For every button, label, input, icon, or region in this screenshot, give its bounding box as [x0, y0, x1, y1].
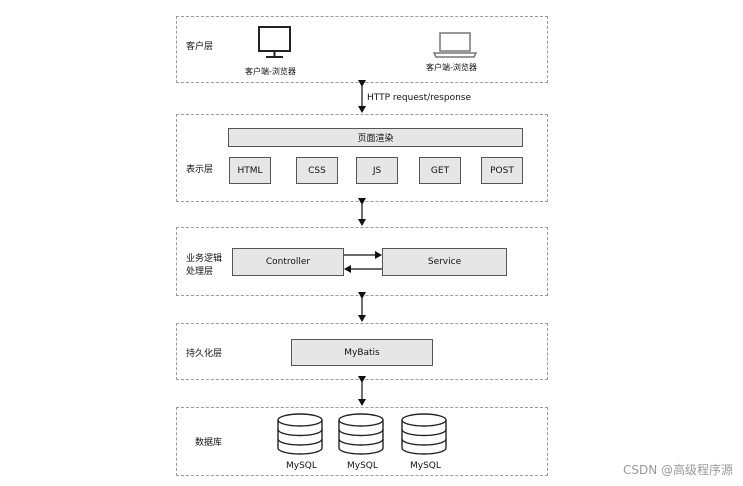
- client-layer: [176, 16, 548, 83]
- database-layer: [176, 407, 548, 476]
- html-box: HTML: [229, 157, 271, 184]
- get-box: GET: [419, 157, 461, 184]
- service-box: Service: [382, 248, 507, 276]
- js-box: JS: [356, 157, 398, 184]
- business-layer-label-line1: 业务逻辑: [186, 254, 223, 264]
- presentation-layer-label: 表示层: [186, 165, 214, 175]
- desktop-caption: 客户端-浏览器: [245, 67, 296, 76]
- persistence-layer-label: 持久化层: [186, 349, 223, 359]
- page-render-box: 页面渲染: [228, 128, 523, 147]
- client-layer-label: 客户层: [186, 42, 214, 52]
- mysql-label-3: MySQL: [410, 461, 441, 471]
- watermark: CSDN @高级程序源: [622, 463, 733, 477]
- post-box: POST: [481, 157, 523, 184]
- database-layer-label: 数据库: [195, 438, 223, 448]
- controller-box: Controller: [232, 248, 344, 276]
- laptop-caption: 客户端-浏览器: [426, 63, 477, 72]
- mybatis-box: MyBatis: [291, 339, 433, 366]
- mysql-label-1: MySQL: [286, 461, 317, 471]
- http-arrow-label: HTTP request/response: [367, 93, 472, 103]
- css-box: CSS: [296, 157, 338, 184]
- mysql-label-2: MySQL: [347, 461, 378, 471]
- business-layer-label-line2: 处理层: [186, 267, 214, 277]
